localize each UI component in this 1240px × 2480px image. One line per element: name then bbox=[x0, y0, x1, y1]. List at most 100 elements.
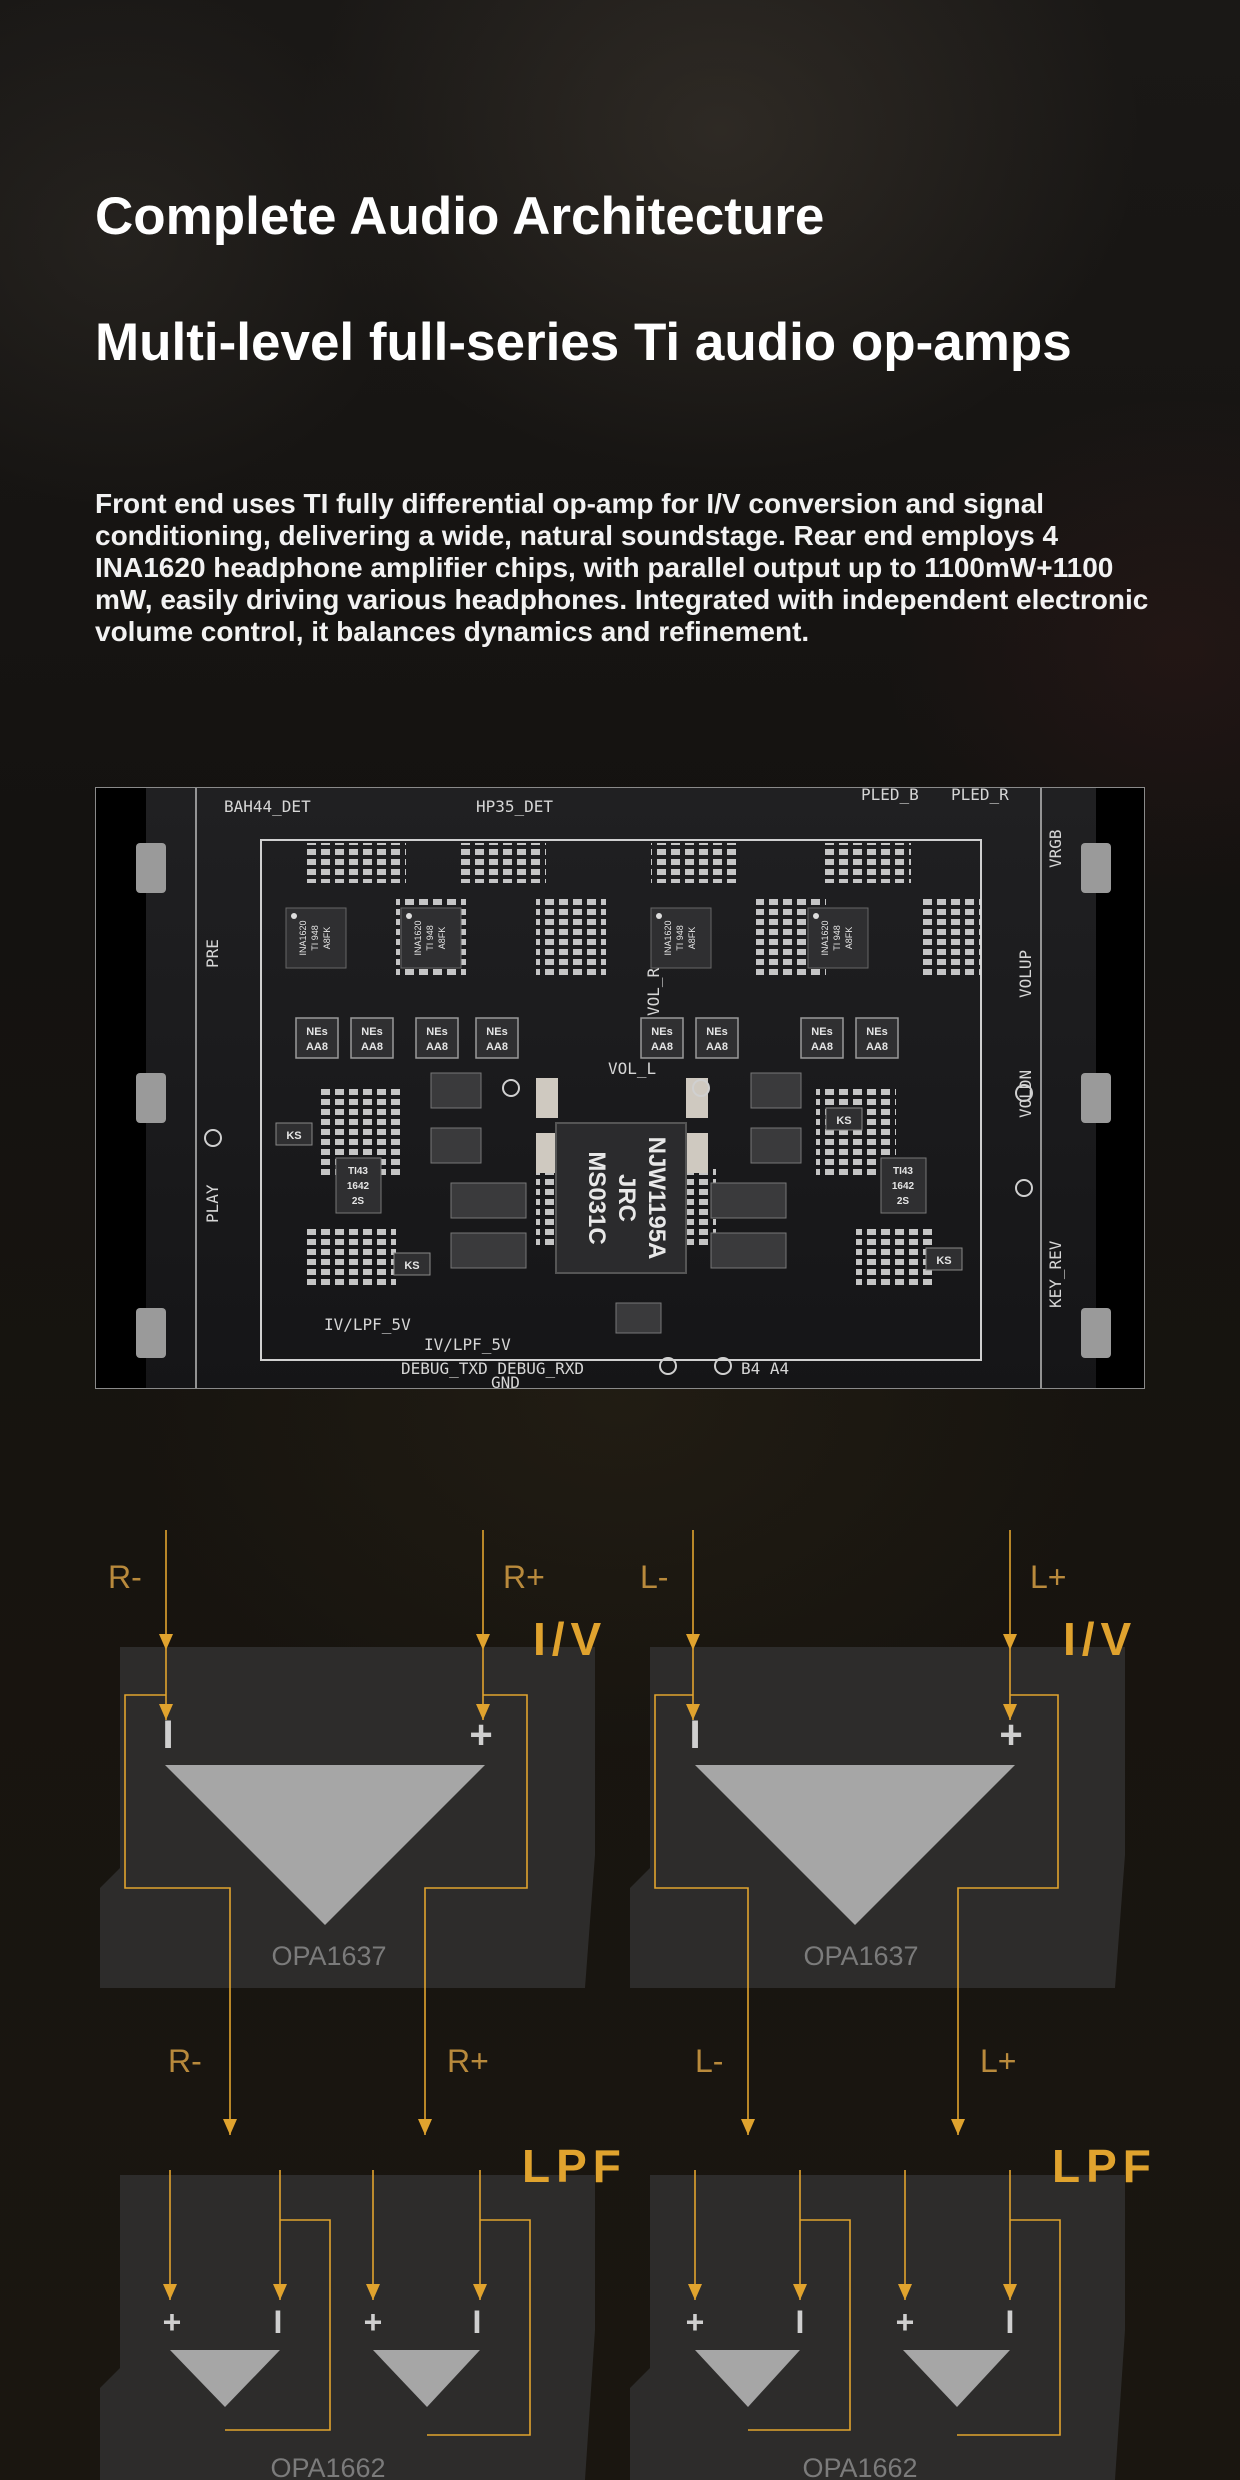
arrow-iv-left-plus-pin bbox=[476, 1704, 490, 1720]
nes-chip-6-line2: AA8 bbox=[706, 1041, 728, 1053]
nes-chip-3-line1: NEs bbox=[426, 1026, 447, 1038]
silk-b4a4: B4 A4 bbox=[741, 1359, 789, 1378]
silk-ivlpf-2: IV/LPF_5V bbox=[424, 1335, 511, 1354]
nes-chip-4-line1: NEs bbox=[486, 1026, 507, 1038]
nes-chip-2-line2: AA8 bbox=[361, 1041, 383, 1053]
pin-plus-lpf-left-b: + bbox=[364, 2304, 383, 2340]
nes-chip-6-line1: NEs bbox=[706, 1026, 727, 1038]
chip-name-opa1637-right: OPA1637 bbox=[803, 1941, 918, 1971]
stage-label-iv-right: I/V bbox=[1063, 1613, 1137, 1665]
ks-part-2-label: KS bbox=[404, 1260, 419, 1272]
arrow-r-plus-in bbox=[476, 1634, 490, 1650]
silk-volup: VOLUP bbox=[1016, 950, 1035, 998]
ks-part-3-label: KS bbox=[836, 1115, 851, 1127]
signal-label-l-plus: L+ bbox=[1030, 1559, 1066, 1595]
wire-lpf-right-b-fb bbox=[957, 2219, 1061, 2436]
silk-pre: PRE bbox=[203, 939, 222, 968]
arrow-lpf-left-b-plus bbox=[366, 2284, 380, 2300]
page-subtitle: Multi-level full-series Ti audio op-amps bbox=[95, 313, 1072, 372]
signal-label-r-minus: R- bbox=[108, 1559, 142, 1595]
ks-part-3: KS bbox=[825, 1107, 863, 1131]
arrow-lpf-right-a-plus bbox=[688, 2284, 702, 2300]
ks-part-2: KS bbox=[393, 1252, 431, 1276]
main-chip-line2: JRC bbox=[613, 1174, 640, 1222]
ina1620-chip-4-line2: TI 948 bbox=[832, 925, 842, 951]
arrow-lpf-left-b-minus bbox=[473, 2284, 487, 2300]
ina1620-chip-2-line2: TI 948 bbox=[425, 925, 435, 951]
pin-plus-iv-right: + bbox=[999, 1713, 1022, 1757]
silk-pled-r: PLED_R bbox=[951, 788, 1009, 804]
opa1662-left-amp-a bbox=[170, 2350, 280, 2407]
silk-hp35-det: HP35_DET bbox=[476, 797, 553, 816]
opa1637-left-amp bbox=[165, 1765, 485, 1925]
nes-chip-8-line2: AA8 bbox=[866, 1041, 888, 1053]
lpf-block-right bbox=[630, 2175, 1125, 2480]
pin-minus-lpf-right-a: I bbox=[796, 2304, 805, 2340]
signal-label-l-plus-2: L+ bbox=[980, 2043, 1016, 2079]
tl-chip-2-line2: 1642 bbox=[892, 1181, 915, 1192]
pin-plus-lpf-left-a: + bbox=[163, 2304, 182, 2340]
stage-label-iv-left: I/V bbox=[533, 1613, 607, 1665]
pin-minus-lpf-left-b: I bbox=[473, 2304, 482, 2340]
ina1620-chip-1-line3: A8FK bbox=[322, 927, 332, 950]
wire-lpf-right-a-fb bbox=[748, 2219, 851, 2431]
tl-chip-2-line3: 2S bbox=[897, 1196, 910, 1207]
signal-label-l-minus-2: L- bbox=[695, 2043, 723, 2079]
silk-key-rev: KEY_REV bbox=[1046, 1240, 1065, 1308]
chip-name-opa1637-left: OPA1637 bbox=[271, 1941, 386, 1971]
nes-chip-1-line1: NEs bbox=[306, 1026, 327, 1038]
main-chip-line3: MS031C bbox=[583, 1151, 610, 1244]
signal-label-r-minus-2: R- bbox=[168, 2043, 202, 2079]
signal-label-r-plus: R+ bbox=[503, 1559, 545, 1595]
arrow-iv-right-minus-pin bbox=[686, 1704, 700, 1720]
ks-part-1-label: KS bbox=[286, 1130, 301, 1142]
pin-minus-lpf-left-a: I bbox=[274, 2304, 283, 2340]
silk-bah44-det: BAH44_DET bbox=[224, 797, 311, 816]
arrow-lpf-left-a-plus bbox=[163, 2284, 177, 2300]
arrow-l-minus-in bbox=[686, 1634, 700, 1650]
arrow-lpf-right-in-minus bbox=[741, 2119, 755, 2135]
ina1620-chip-3-line1: INA1620 bbox=[663, 920, 673, 955]
nes-chip-1-line2: AA8 bbox=[306, 1041, 328, 1053]
ks-part-4: KS bbox=[925, 1247, 963, 1271]
pin-plus-iv-left: + bbox=[469, 1713, 492, 1757]
nes-chip-7-line1: NEs bbox=[811, 1026, 832, 1038]
arrow-l-plus-in bbox=[1003, 1634, 1017, 1650]
arrow-lpf-right-a-minus bbox=[793, 2284, 807, 2300]
pcb-substrate bbox=[146, 788, 1096, 1388]
pin-minus-lpf-right-b: I bbox=[1006, 2304, 1015, 2340]
feature-description: Front end uses TI fully differential op-… bbox=[95, 488, 1149, 647]
ks-part-4-label: KS bbox=[936, 1255, 951, 1267]
tl-chip-1-line3: 2S bbox=[352, 1196, 365, 1207]
silk-vol-l: VOL_L bbox=[608, 1059, 656, 1078]
pin-plus-lpf-right-b: + bbox=[896, 2304, 915, 2340]
wire-iv-right-fb-minus bbox=[654, 1694, 749, 2135]
stage-label-lpf-left: LPF bbox=[522, 2140, 627, 2192]
nes-chip-7-line2: AA8 bbox=[811, 1041, 833, 1053]
wire-iv-right-fb-plus bbox=[957, 1694, 1059, 2135]
page-title: Complete Audio Architecture bbox=[95, 187, 825, 246]
nes-chip-3-line2: AA8 bbox=[426, 1041, 448, 1053]
arrow-lpf-right-b-minus bbox=[1003, 2284, 1017, 2300]
ina1620-chip-1-line2: TI 948 bbox=[310, 925, 320, 951]
wire-lpf-left-a-fb bbox=[225, 2219, 331, 2431]
signal-label-r-plus-2: R+ bbox=[447, 2043, 489, 2079]
njw1195a-chip: NJW1195A JRC MS031C bbox=[555, 1122, 687, 1274]
ina1620-chip-3-line2: TI 948 bbox=[675, 925, 685, 951]
pin-minus-iv-left: I bbox=[162, 1713, 173, 1757]
silk-vol-r: VOL_R bbox=[644, 967, 663, 1016]
nes-chip-2-line1: NEs bbox=[361, 1026, 382, 1038]
silk-gnd: GND bbox=[491, 1373, 520, 1389]
